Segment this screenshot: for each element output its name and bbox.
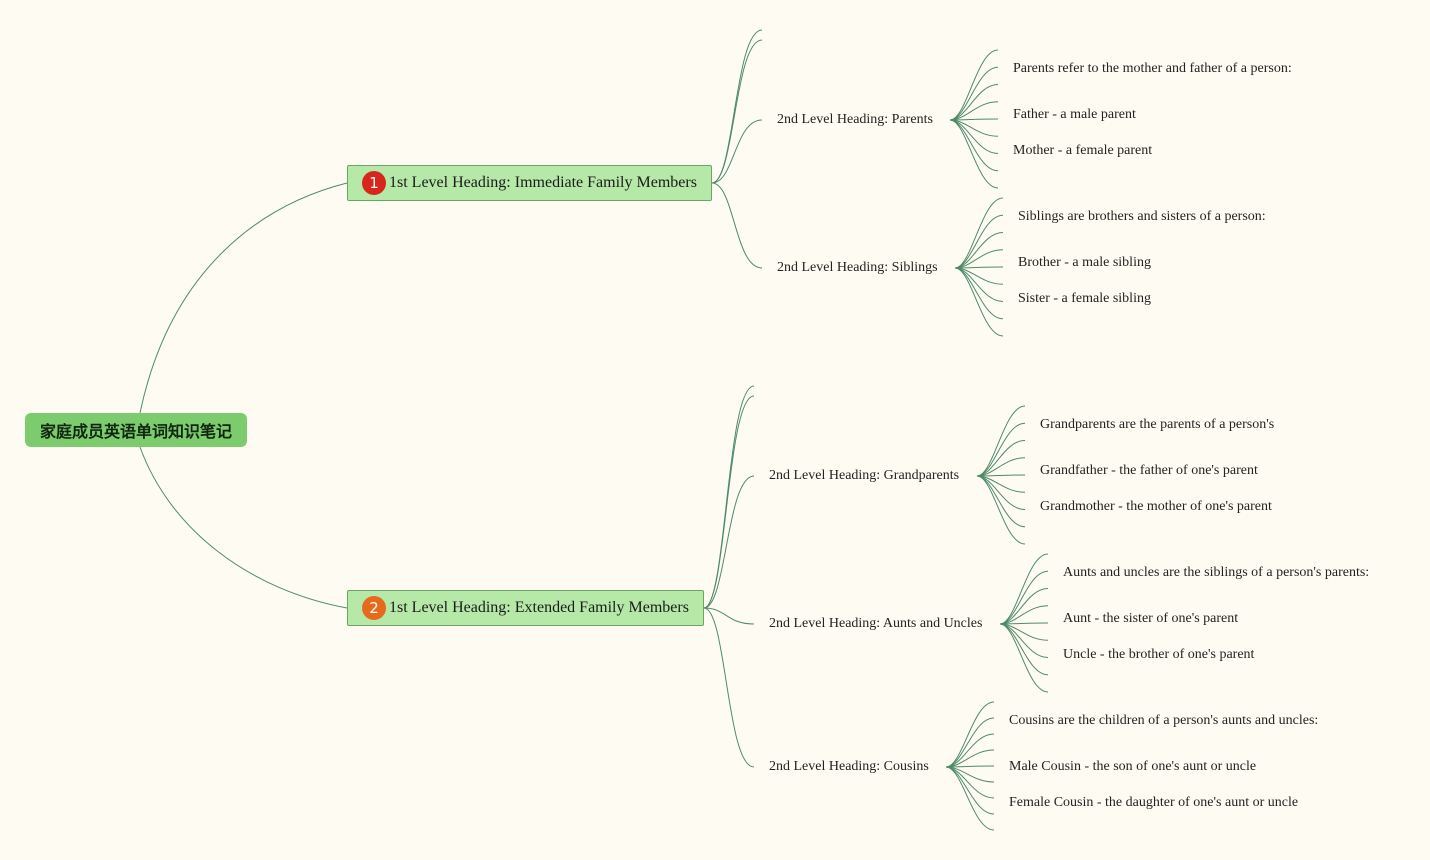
leaf-link-curve xyxy=(945,717,995,768)
topic-parents[interactable]: 2nd Level Heading: Parents xyxy=(777,112,933,127)
list-item[interactable]: Uncle - the brother of one's parent xyxy=(1063,647,1255,662)
root-link-curve xyxy=(139,446,348,609)
leaf-link-curve xyxy=(949,66,999,121)
leaf-link-curve xyxy=(976,422,1026,477)
branch-label: 1st Level Heading: Extended Family Membe… xyxy=(389,599,689,616)
leaf-link-curve xyxy=(949,119,999,189)
priority-1-icon: 1 xyxy=(362,171,386,195)
priority-2-icon: 2 xyxy=(362,596,386,620)
leaf-link-curve xyxy=(976,475,1026,545)
branch-link-curve xyxy=(711,182,763,269)
branch-link-curve xyxy=(703,475,755,609)
list-item[interactable]: Aunt - the sister of one's parent xyxy=(1063,611,1239,626)
leaf-link-curve xyxy=(949,84,999,121)
list-item[interactable]: Grandparents are the parents of a person… xyxy=(1040,417,1275,432)
leaf-link-curve xyxy=(954,267,1004,320)
leaf-link-curve xyxy=(949,49,999,121)
root-link-curve xyxy=(139,182,348,414)
leaf-link-curve xyxy=(954,232,1004,269)
leaf-link-curve xyxy=(999,588,1049,625)
leaf-link-curve xyxy=(976,440,1026,477)
leaf-link-curve xyxy=(954,214,1004,269)
leaf-link-curve xyxy=(976,475,1026,528)
leaf-link-curve xyxy=(999,553,1049,625)
leaf-link-curve xyxy=(976,405,1026,477)
leaf-link-curve xyxy=(999,570,1049,625)
branch-extended-family[interactable]: 2 1st Level Heading: Extended Family Mem… xyxy=(347,590,704,626)
branch-link-curve xyxy=(711,119,763,184)
leaf-link-curve xyxy=(945,766,995,831)
topic-aunts-uncles[interactable]: 2nd Level Heading: Aunts and Uncles xyxy=(769,616,983,631)
leaf-link-curve xyxy=(954,267,1004,337)
leaf-link-curve xyxy=(945,766,995,815)
root-node[interactable]: 家庭成员英语单词知识笔记 xyxy=(25,413,247,447)
topic-siblings[interactable]: 2nd Level Heading: Siblings xyxy=(777,260,938,275)
leaf-link-curve xyxy=(945,733,995,768)
list-item[interactable]: Siblings are brothers and sisters of a p… xyxy=(1018,209,1266,224)
topic-grandparents[interactable]: 2nd Level Heading: Grandparents xyxy=(769,468,960,483)
list-item[interactable]: Grandfather - the father of one's parent xyxy=(1040,463,1258,478)
list-item[interactable]: Mother - a female parent xyxy=(1013,143,1153,158)
branch-link-curve xyxy=(703,607,755,768)
branch-label: 1st Level Heading: Immediate Family Memb… xyxy=(389,174,697,191)
list-item[interactable]: Parents refer to the mother and father o… xyxy=(1013,61,1292,76)
leaf-link-curve xyxy=(945,701,995,768)
leaf-link-curve xyxy=(949,119,999,172)
leaf-link-curve xyxy=(999,623,1049,676)
leaf-link-curve xyxy=(954,197,1004,269)
branch-link-curve xyxy=(711,29,763,184)
list-item[interactable]: Cousins are the children of a person's a… xyxy=(1009,713,1319,728)
list-item[interactable]: Father - a male parent xyxy=(1013,107,1136,122)
branch-immediate-family[interactable]: 1 1st Level Heading: Immediate Family Me… xyxy=(347,165,712,201)
list-item[interactable]: Grandmother - the mother of one's parent xyxy=(1040,499,1272,514)
list-item[interactable]: Brother - a male sibling xyxy=(1018,255,1151,270)
list-item[interactable]: Sister - a female sibling xyxy=(1018,291,1151,306)
topic-cousins[interactable]: 2nd Level Heading: Cousins xyxy=(769,759,929,774)
leaf-link-curve xyxy=(999,623,1049,693)
branch-link-curve xyxy=(703,385,755,609)
branch-link-curve xyxy=(711,39,763,184)
list-item[interactable]: Male Cousin - the son of one's aunt or u… xyxy=(1009,759,1257,774)
branch-link-curve xyxy=(703,607,755,625)
list-item[interactable]: Aunts and uncles are the siblings of a p… xyxy=(1063,565,1370,580)
list-item[interactable]: Female Cousin - the daughter of one's au… xyxy=(1009,795,1299,810)
branch-link-curve xyxy=(703,395,755,609)
